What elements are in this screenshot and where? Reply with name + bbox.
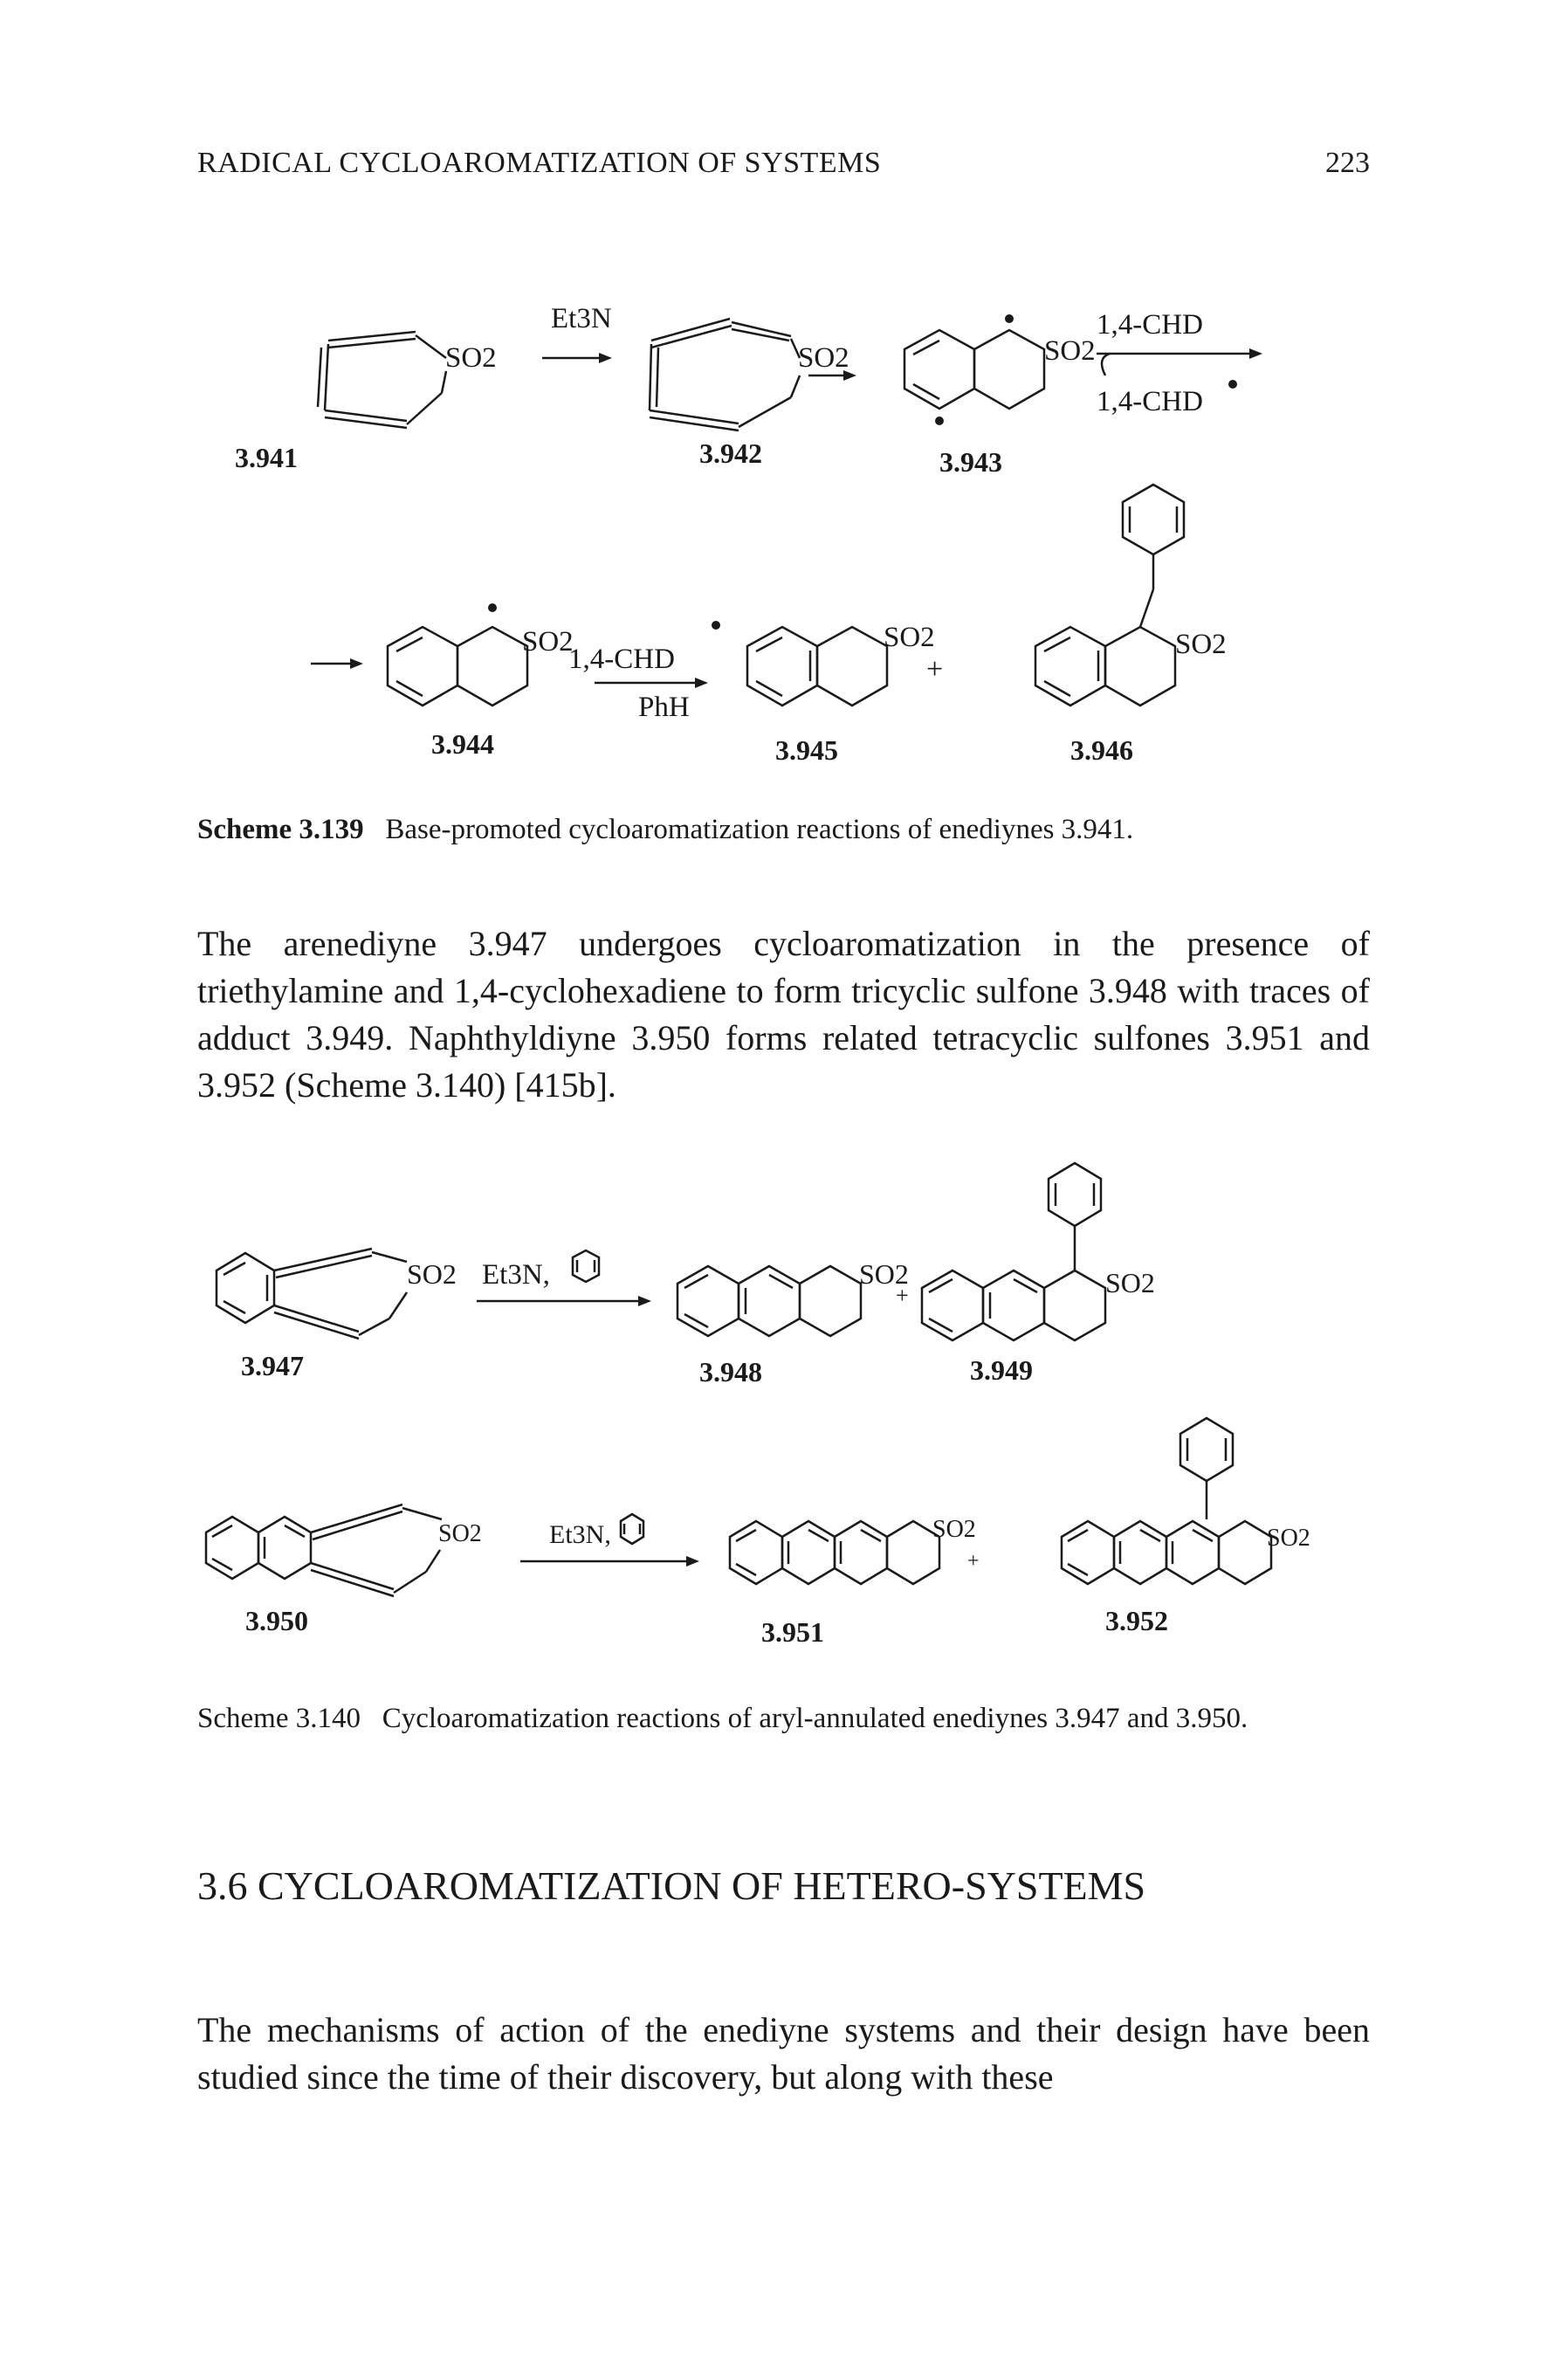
caption-scheme-3-140: Scheme 3.140 Cycloaromatization reaction… bbox=[197, 1699, 1370, 1738]
scheme-3-139: SO2 3.941 Et3N SO2 3.942 SO2 3.943 1,4-C… bbox=[197, 288, 1370, 777]
compound-label-3-947: 3.947 bbox=[241, 1350, 304, 1381]
compound-label-3-952: 3.952 bbox=[1105, 1605, 1168, 1636]
structure-3-945 bbox=[746, 625, 889, 707]
so2-label: SO2 bbox=[884, 622, 935, 653]
page-number: 223 bbox=[1325, 147, 1370, 179]
compound-label-3-944: 3.944 bbox=[431, 728, 494, 760]
structure-3-944 bbox=[386, 603, 529, 707]
caption-label: Scheme 3.139 bbox=[197, 814, 364, 845]
structure-3-950 bbox=[204, 1503, 443, 1598]
compound-label-3-950: 3.950 bbox=[245, 1605, 308, 1636]
structure-3-942 bbox=[648, 317, 801, 432]
so2-label: SO2 bbox=[932, 1516, 976, 1543]
so2-label: SO2 bbox=[438, 1520, 482, 1547]
reagent-chd-bottom: 1,4-CHD bbox=[1097, 386, 1203, 417]
structure-3-946 bbox=[1034, 589, 1177, 707]
structure-3-949 bbox=[920, 1161, 1107, 1342]
compound-label-3-943: 3.943 bbox=[939, 446, 1002, 478]
structure-3-951 bbox=[728, 1519, 941, 1586]
structure-3-943 bbox=[903, 314, 1046, 425]
compound-label-3-945: 3.945 bbox=[775, 734, 838, 766]
so2-label: SO2 bbox=[798, 342, 849, 374]
compound-label-3-942: 3.942 bbox=[699, 437, 762, 469]
section-title: CYCLOAROMATIZATION OF HETERO-SYSTEMS bbox=[258, 1863, 1146, 1908]
compound-label-3-949: 3.949 bbox=[970, 1354, 1033, 1386]
structure-3-947 bbox=[215, 1247, 409, 1340]
structure-3-948 bbox=[676, 1264, 863, 1338]
plus-sign: + bbox=[926, 653, 943, 685]
reagent-chd: 1,4-CHD bbox=[568, 644, 675, 675]
so2-label: SO2 bbox=[1044, 335, 1096, 367]
structure-3-952 bbox=[1060, 1416, 1273, 1586]
page-header: RADICAL CYCLOAROMATIZATION OF SYSTEMS 22… bbox=[197, 147, 1370, 182]
caption-text: Cycloaromatization reactions of aryl-ann… bbox=[382, 1703, 1248, 1734]
compound-label-3-941: 3.941 bbox=[235, 442, 298, 473]
so2-label: SO2 bbox=[859, 1258, 909, 1290]
so2-label: SO2 bbox=[1175, 629, 1227, 660]
compound-label-3-946: 3.946 bbox=[1070, 734, 1133, 766]
structure-3-941 bbox=[316, 330, 448, 430]
section-number: 3.6 bbox=[197, 1863, 248, 1908]
reagent-et3n: Et3N bbox=[551, 303, 612, 334]
paragraph-1: The arenediyne 3.947 undergoes cycloarom… bbox=[197, 924, 1370, 1105]
so2-label: SO2 bbox=[1105, 1267, 1155, 1298]
reagent-et3n: Et3N, bbox=[482, 1259, 550, 1291]
plus-sign: + bbox=[967, 1550, 980, 1573]
caption-text: Base-promoted cycloaromatization reactio… bbox=[385, 814, 1134, 845]
paragraph-2: The mechanisms of action of the enediyne… bbox=[197, 2010, 1370, 2097]
compound-label-3-951: 3.951 bbox=[761, 1616, 824, 1648]
so2-label: SO2 bbox=[522, 626, 574, 658]
plus-sign: + bbox=[896, 1283, 909, 1308]
scheme-3-140: SO2 3.947 Et3N, SO2 + 3.948 SO2 3.949 bbox=[197, 1153, 1370, 1668]
reagent-chd-top: 1,4-CHD bbox=[1097, 309, 1203, 341]
so2-label: SO2 bbox=[445, 342, 497, 374]
running-head: RADICAL CYCLOAROMATIZATION OF SYSTEMS bbox=[197, 147, 882, 179]
so2-label: SO2 bbox=[407, 1258, 457, 1290]
section-heading: 3.6 CYCLOAROMATIZATION OF HETERO-SYSTEMS bbox=[197, 1860, 1370, 1912]
so2-label: SO2 bbox=[1267, 1525, 1310, 1552]
caption-scheme-3-139: Scheme 3.139 Base-promoted cycloaromatiz… bbox=[197, 810, 1370, 849]
compound-label-3-948: 3.948 bbox=[699, 1356, 762, 1388]
reagent-phh: PhH bbox=[638, 692, 690, 723]
caption-label: Scheme 3.140 bbox=[197, 1703, 361, 1734]
reagent-et3n: Et3N, bbox=[549, 1520, 611, 1549]
